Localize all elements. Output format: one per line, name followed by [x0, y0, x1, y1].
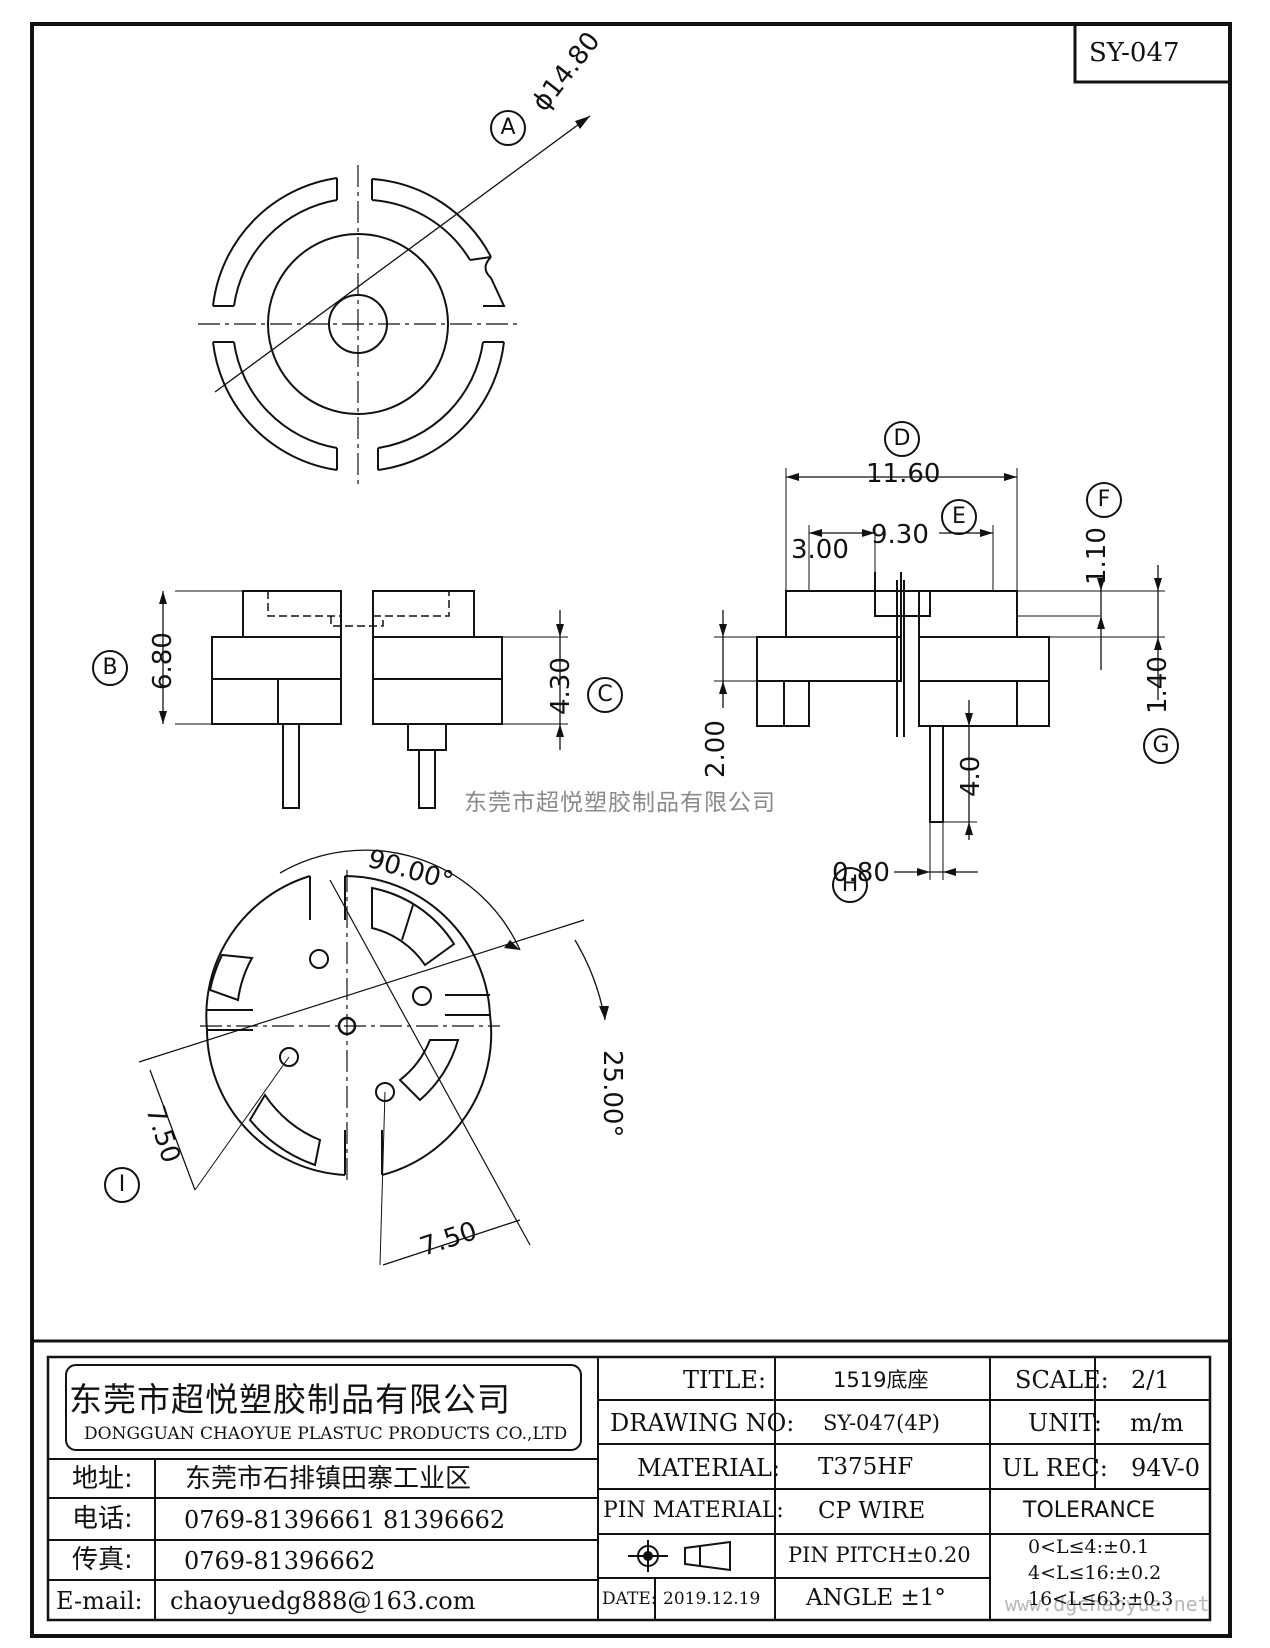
ul-rec-value: 94V-0: [1131, 1454, 1201, 1482]
dim-gap-g: 1.40: [1143, 656, 1173, 714]
tolerance-label: TOLERANCE: [1023, 1498, 1156, 1523]
title-label: TITLE:: [683, 1366, 767, 1394]
pin-material-value: CP WIRE: [818, 1498, 926, 1524]
dim-pin-length: 4.0: [956, 755, 986, 797]
contact-address-value: 东莞市石排镇田寨工业区: [185, 1464, 472, 1494]
dim-height-b: 6.80: [148, 632, 178, 690]
dim-gap-f: 1.10: [1082, 527, 1112, 585]
pin-pitch: PIN PITCH±0.20: [788, 1543, 971, 1567]
dim-height-c: 4.30: [546, 657, 576, 715]
contact-phone-value: 0769-81396661 81396662: [184, 1506, 506, 1534]
callout-g: G: [1143, 728, 1179, 764]
view-i-bottom: [138, 849, 609, 1266]
sheet-border: [30, 22, 1232, 1638]
title-block-grid: [46, 1355, 1212, 1622]
contact-email-value: chaoyuedg888@163.com: [170, 1587, 476, 1615]
tolerance-row-2: 4<L≤16:±0.2: [1028, 1562, 1162, 1584]
contact-fax-label: 传真:: [72, 1545, 133, 1575]
company-name-cn: 东莞市超悦塑胶制品有限公司: [69, 1380, 511, 1419]
view-d-side: [714, 468, 1165, 880]
view-a-top: [198, 115, 591, 485]
drawing-no-label: DRAWING NO:: [610, 1409, 795, 1437]
date-label: DATE:: [602, 1589, 657, 1609]
date-value: 2019.12.19: [663, 1589, 761, 1609]
dim-angle-25: 25.00°: [597, 1050, 627, 1138]
unit-label: UNIT:: [1028, 1409, 1102, 1437]
angle-tolerance: ANGLE ±1°: [806, 1585, 946, 1611]
dim-inner-3: 3.00: [791, 535, 849, 565]
view-b-front: [159, 590, 568, 809]
callout-e: E: [941, 499, 977, 535]
ul-rec-label: UL REC:: [1002, 1454, 1108, 1482]
drawing-no-value: SY-047(4P): [823, 1411, 940, 1435]
tolerance-row-1: 0<L≤4:±0.1: [1028, 1536, 1150, 1558]
unit-value: m/m: [1130, 1409, 1184, 1437]
callout-a: A: [490, 110, 526, 146]
pin-material-label: PIN MATERIAL:: [603, 1498, 784, 1523]
watermark-url: www.dgchaoyue.net: [1005, 1592, 1210, 1616]
dim-width-e: 9.30: [871, 520, 929, 550]
material-label: MATERIAL:: [637, 1454, 781, 1482]
callout-b: B: [92, 650, 128, 686]
company-name-en: DONGGUAN CHAOYUE PLASTUC PRODUCTS CO.,LT…: [84, 1424, 568, 1444]
contact-phone-label: 电话:: [72, 1504, 133, 1534]
callout-c: C: [587, 677, 623, 713]
dim-height-2: 2.00: [701, 720, 731, 778]
scale-value: 2/1: [1131, 1366, 1170, 1394]
drawing-code-box: [1073, 22, 1232, 84]
callout-f: F: [1086, 482, 1122, 518]
scale-label: SCALE:: [1015, 1366, 1109, 1394]
watermark-company: 东莞市超悦塑胶制品有限公司: [464, 790, 776, 816]
callout-h: H: [832, 867, 868, 903]
callout-d: D: [884, 421, 920, 457]
dim-pin-diameter: 0.80: [832, 858, 890, 888]
material-value: T375HF: [818, 1454, 914, 1480]
contact-fax-value: 0769-81396662: [184, 1547, 376, 1575]
contact-address-label: 地址:: [72, 1464, 133, 1494]
callout-i: I: [104, 1167, 140, 1203]
title-value: 1519底座: [833, 1368, 929, 1392]
dim-width-d: 11.60: [866, 459, 941, 489]
tolerance-row-3: 16<L≤63:±0.3: [1028, 1588, 1174, 1610]
drawing-code: SY-047: [1089, 38, 1180, 68]
contact-email-label: E-mail:: [56, 1587, 143, 1615]
